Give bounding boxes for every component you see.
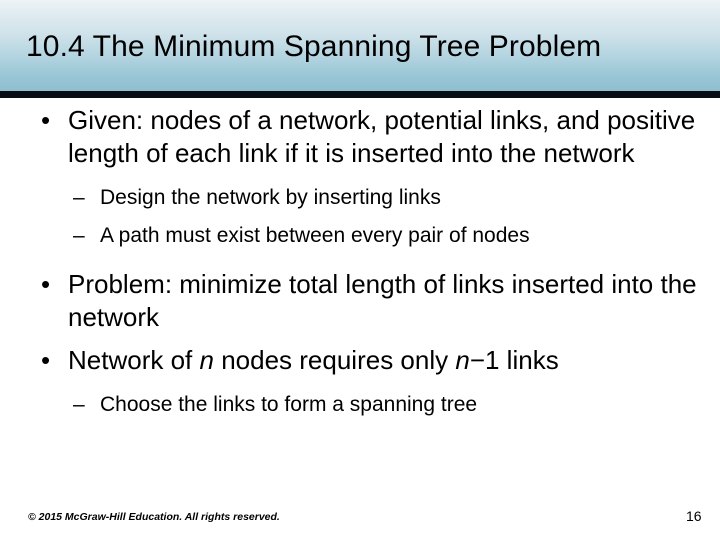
bullet-item-problem: • Problem: minimize total length of link…: [0, 268, 720, 334]
sub-bullet-text: A path must exist between every pair of …: [100, 224, 530, 247]
spacer: [0, 212, 720, 222]
bullet-text-rich: Network of n nodes requires only n−1 lin…: [68, 345, 559, 375]
sub-bullet-marker-icon: –: [73, 224, 85, 247]
bullet-text: Given: nodes of a network, potential lin…: [68, 105, 696, 168]
bullet-marker-icon: •: [41, 345, 51, 375]
sub-bullet-item-path: – A path must exist between every pair o…: [0, 222, 720, 250]
sub-bullet-marker-icon: –: [73, 186, 85, 209]
footer-copyright: © 2015 McGraw-Hill Education. All rights…: [28, 511, 280, 523]
sub-bullet-text: Choose the links to form a spanning tree: [100, 393, 478, 416]
spacer: [0, 170, 720, 184]
spacer: [0, 377, 720, 391]
bullet-marker-icon: •: [41, 269, 51, 299]
slide-body: • Given: nodes of a network, potential l…: [0, 104, 720, 419]
spacer: [0, 250, 720, 268]
sub-bullet-item-design: – Design the network by inserting links: [0, 184, 720, 212]
bullet-item-network-nodes: • Network of n nodes requires only n−1 l…: [0, 344, 720, 377]
bullet-item-given: • Given: nodes of a network, potential l…: [0, 104, 720, 170]
text-run-italic-n: n: [455, 345, 470, 375]
spacer: [0, 334, 720, 344]
page-title: 10.4 The Minimum Spanning Tree Problem: [26, 30, 602, 63]
sub-bullet-item-choose: – Choose the links to form a spanning tr…: [0, 391, 720, 419]
sub-bullet-marker-icon: –: [73, 393, 85, 416]
bullet-marker-icon: •: [41, 105, 51, 135]
text-run: nodes requires only: [213, 345, 456, 375]
sub-bullet-text: Design the network by inserting links: [100, 186, 441, 209]
text-run: −1 links: [469, 345, 559, 375]
title-banner: 10.4 The Minimum Spanning Tree Problem: [0, 0, 720, 91]
bullet-text: Problem: minimize total length of links …: [68, 269, 697, 332]
text-run-italic-n: n: [199, 345, 214, 375]
slide-number: 16: [686, 508, 702, 524]
title-divider: [0, 91, 720, 98]
text-run: Network of: [68, 345, 200, 375]
